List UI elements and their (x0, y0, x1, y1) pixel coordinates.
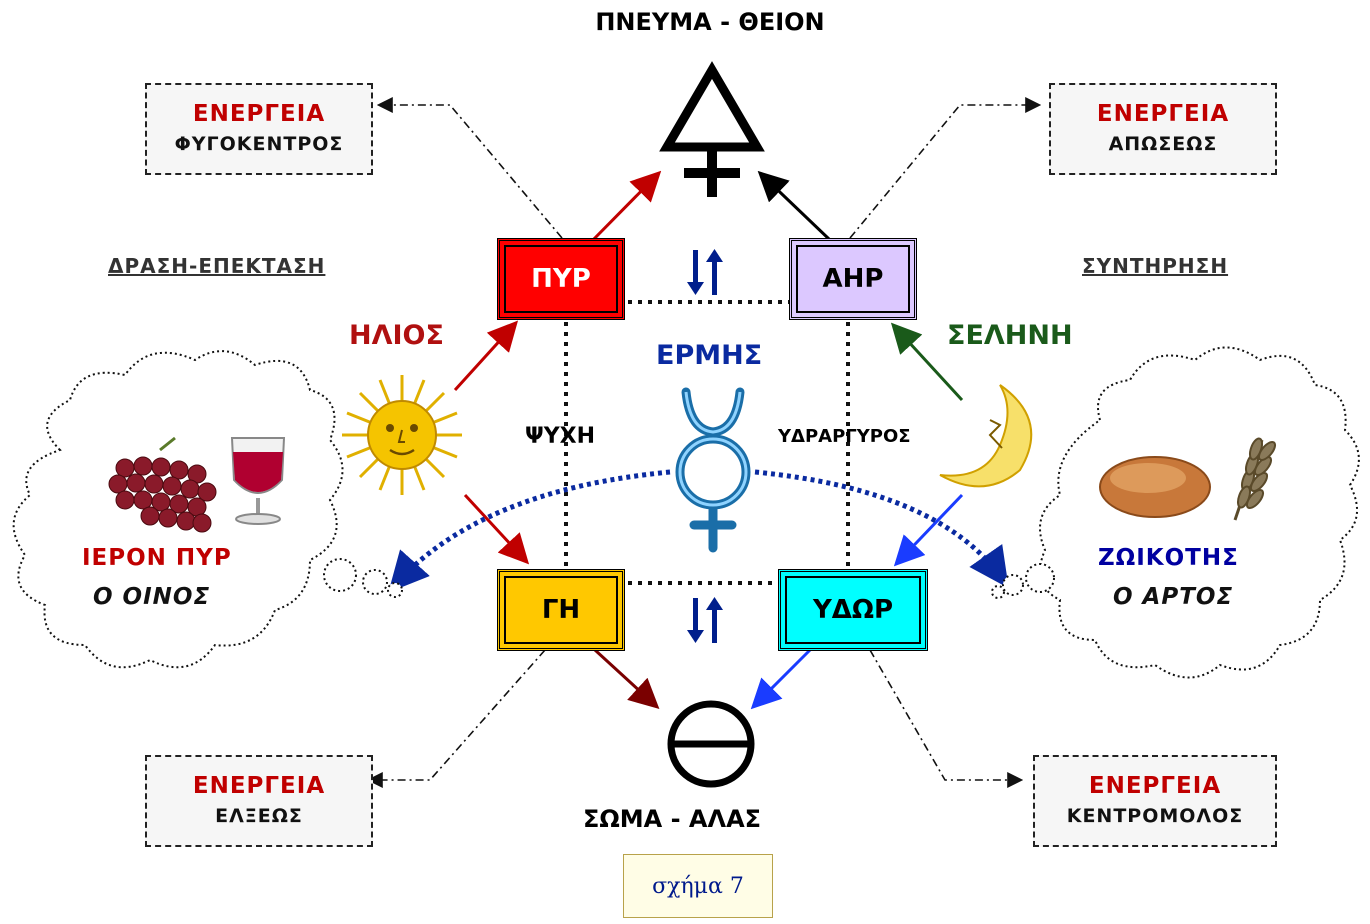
energy-box-bottom-left: ΕΝΕΡΓΕΙΑ ΕΛΞΕΩΣ (145, 755, 373, 847)
label-sun: ΗΛΙΟΣ (349, 320, 444, 351)
cloud-right-line1: ΖΩΙΚΟΤΗΣ (1098, 545, 1239, 571)
energy-title: ΕΝΕΡΓΕΙΑ (192, 773, 326, 799)
cloud-left (12, 350, 403, 669)
label-mercury: ΕΡΜΗΣ (656, 340, 763, 371)
element-arrows (453, 170, 964, 710)
energy-title: ΕΝΕΡΓΕΙΑ (192, 101, 326, 127)
mercury-icon (675, 387, 751, 553)
wheat-icon (1233, 437, 1277, 521)
bottom-title: ΣΩΜΑ - ΑΛΑΣ (583, 805, 762, 833)
energy-subtitle: ΦΥΓΟΚΕΝΤΡΟΣ (174, 133, 344, 155)
side-title-right: ΣΥΝΤΗΡΗΣΗ (1082, 254, 1229, 278)
moon-icon (939, 384, 1033, 488)
element-air: ΑΗΡ (789, 238, 917, 320)
energy-subtitle: ΚΕΝΤΡΟΜΟΛΟΣ (1066, 805, 1244, 827)
element-fire: ΠΥΡ (497, 238, 625, 320)
bread-icon (1099, 456, 1211, 518)
element-water: ΥΔΩΡ (778, 569, 928, 651)
leader-lines (366, 97, 1042, 788)
energy-title: ΕΝΕΡΓΕΙΑ (1088, 773, 1222, 799)
label-quicksilver: ΥΔΡΑΡΓΥΡΟΣ (778, 426, 911, 447)
energy-subtitle: ΑΠΩΣΕΩΣ (1108, 133, 1218, 155)
cloud-right (991, 346, 1360, 679)
salt-icon (667, 700, 755, 788)
exchange-arrows-icon (687, 249, 723, 643)
label-moon: ΣΕΛΗΝΗ (947, 320, 1073, 351)
energy-box-bottom-right: ΕΝΕΡΓΕΙΑ ΚΕΝΤΡΟΜΟΛΟΣ (1033, 755, 1277, 847)
label-soul: ΨΥΧΗ (525, 424, 595, 449)
sun-icon (342, 375, 462, 495)
wine-glass-icon (230, 437, 286, 525)
cloud-left-line1: ΙΕΡΟΝ ΠΥΡ (82, 545, 232, 571)
grapes-icon (108, 436, 217, 533)
energy-box-top-right: ΕΝΕΡΓΕΙΑ ΑΠΩΣΕΩΣ (1049, 83, 1277, 175)
cloud-right-line2: Ο ΑΡΤΟΣ (1113, 584, 1234, 610)
mercury-arcs (388, 469, 1009, 593)
energy-title: ΕΝΕΡΓΕΙΑ (1096, 101, 1230, 127)
sulfur-icon (659, 61, 765, 197)
cloud-left-line2: Ο ΟΙΝΟΣ (93, 584, 211, 610)
dotted-square (564, 300, 850, 585)
element-earth: ΓΗ (497, 569, 625, 651)
top-title: ΠΝΕΥΜΑ - ΘΕΙΟΝ (595, 8, 825, 36)
side-title-left: ΔΡΑΣΗ-ΕΠΕΚΤΑΣΗ (108, 254, 326, 278)
energy-box-top-left: ΕΝΕΡΓΕΙΑ ΦΥΓΟΚΕΝΤΡΟΣ (145, 83, 373, 175)
figure-caption: σχήμα 7 (623, 854, 773, 918)
energy-subtitle: ΕΛΞΕΩΣ (215, 805, 303, 827)
